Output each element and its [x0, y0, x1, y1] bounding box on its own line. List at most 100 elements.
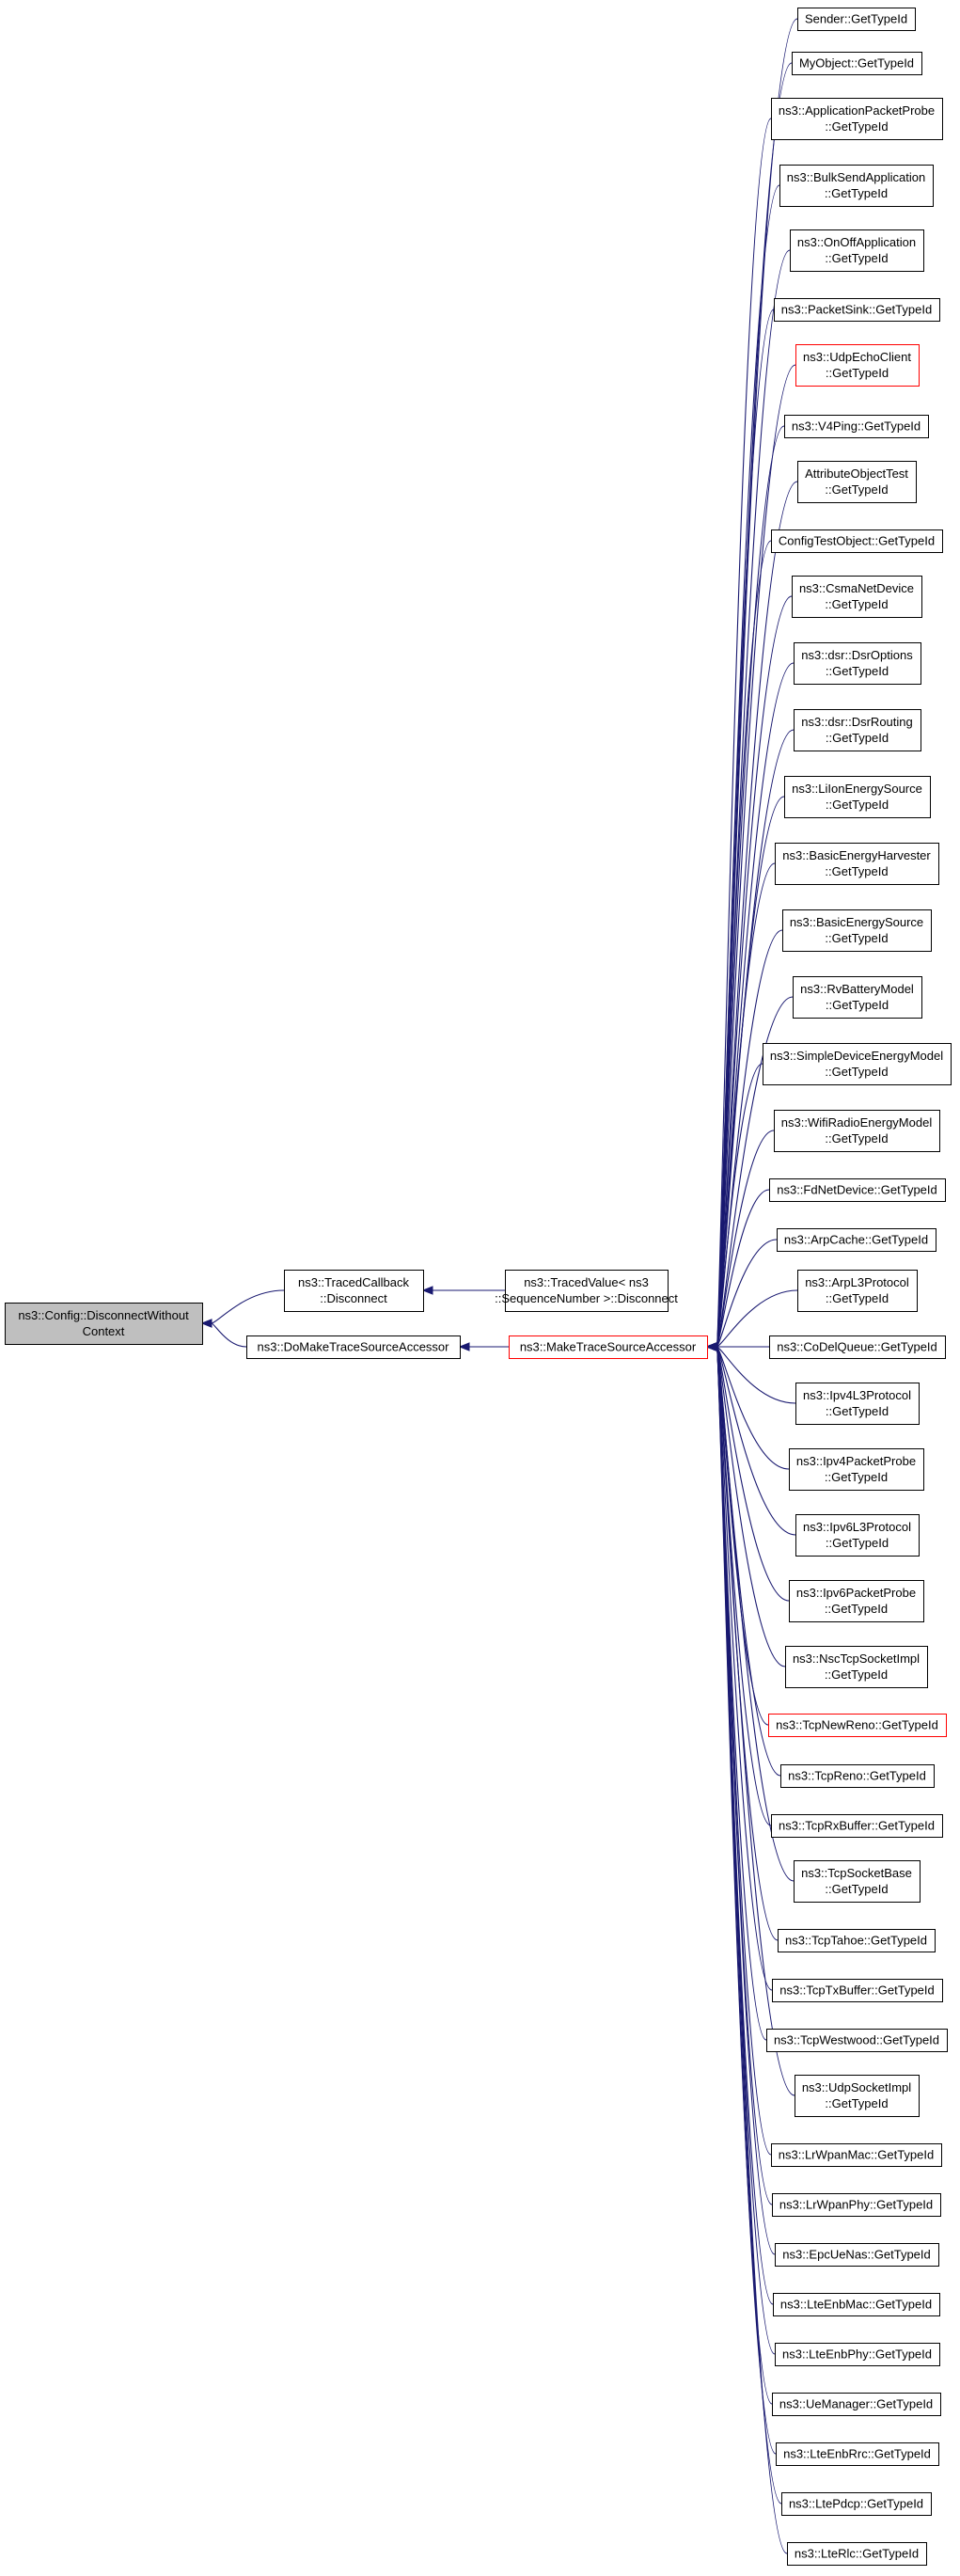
- node-box: [793, 976, 922, 1019]
- node-n23[interactable]: ns3::CoDelQueue::GetTypeId: [769, 1335, 946, 1359]
- node-label: ns3::FdNetDevice::GetTypeId: [777, 1183, 937, 1197]
- node-box: [784, 415, 929, 438]
- node-n31[interactable]: ns3::TcpRxBuffer::GetTypeId: [771, 1814, 943, 1838]
- node-n26[interactable]: ns3::Ipv6L3Protocol::GetTypeId: [795, 1514, 920, 1557]
- node-box: [771, 1814, 943, 1838]
- node-do_make[interactable]: ns3::DoMakeTraceSourceAccessor: [246, 1335, 461, 1359]
- node-traced_value[interactable]: ns3::TracedValue< ns3::SequenceNumber >:…: [495, 1270, 678, 1312]
- node-n2[interactable]: MyObject::GetTypeId: [792, 52, 922, 75]
- node-box: [797, 461, 917, 503]
- node-label: ns3::Ipv6L3Protocol: [803, 1520, 911, 1534]
- node-n18[interactable]: ns3::SimpleDeviceEnergyModel::GetTypeId: [763, 1043, 952, 1085]
- node-n35[interactable]: ns3::TcpWestwood::GetTypeId: [766, 2029, 948, 2052]
- node-box: [775, 2343, 940, 2366]
- node-n9[interactable]: AttributeObjectTest::GetTypeId: [797, 461, 917, 503]
- node-box: [246, 1335, 461, 1359]
- node-box: [284, 1270, 424, 1312]
- node-n40[interactable]: ns3::LteEnbMac::GetTypeId: [773, 2293, 940, 2316]
- node-label: ::GetTypeId: [825, 931, 888, 945]
- node-n10[interactable]: ConfigTestObject::GetTypeId: [771, 529, 943, 553]
- node-traced_cb[interactable]: ns3::TracedCallback::Disconnect: [284, 1270, 424, 1312]
- node-n13[interactable]: ns3::dsr::DsrRouting::GetTypeId: [794, 709, 921, 751]
- node-n19[interactable]: ns3::WifiRadioEnergyModel::GetTypeId: [774, 1110, 940, 1152]
- arrowhead: [200, 1319, 212, 1328]
- node-n11[interactable]: ns3::CsmaNetDevice::GetTypeId: [792, 576, 922, 618]
- node-n44[interactable]: ns3::LtePdcp::GetTypeId: [781, 2492, 932, 2516]
- node-n41[interactable]: ns3::LteEnbPhy::GetTypeId: [775, 2343, 940, 2366]
- node-n34[interactable]: ns3::TcpTxBuffer::GetTypeId: [772, 1979, 943, 2002]
- node-n3[interactable]: ns3::ApplicationPacketProbe::GetTypeId: [771, 98, 943, 140]
- node-label: ns3::dsr::DsrRouting: [801, 715, 913, 729]
- node-label: ns3::LteEnbRrc::GetTypeId: [783, 2447, 931, 2461]
- node-n12[interactable]: ns3::dsr::DsrOptions::GetTypeId: [794, 642, 921, 685]
- node-label: ns3::OnOffApplication: [797, 235, 916, 249]
- node-n27[interactable]: ns3::Ipv6PacketProbe::GetTypeId: [789, 1580, 924, 1622]
- node-label: ns3::Ipv4L3Protocol: [803, 1388, 911, 1402]
- node-n39[interactable]: ns3::EpcUeNas::GetTypeId: [775, 2243, 939, 2267]
- node-label: ns3::EpcUeNas::GetTypeId: [782, 2248, 931, 2262]
- node-label: ::GetTypeId: [826, 1404, 889, 1418]
- node-n1[interactable]: Sender::GetTypeId: [797, 8, 916, 31]
- edge-line: [716, 1239, 778, 1348]
- node-n22[interactable]: ns3::ArpL3Protocol::GetTypeId: [797, 1270, 918, 1312]
- edge-line: [716, 1189, 770, 1348]
- node-n5[interactable]: ns3::OnOffApplication::GetTypeId: [790, 229, 924, 272]
- node-box: [778, 1929, 936, 1952]
- node-n4[interactable]: ns3::BulkSendApplication::GetTypeId: [779, 165, 934, 207]
- node-n20[interactable]: ns3::FdNetDevice::GetTypeId: [769, 1178, 946, 1202]
- node-label: ns3::TcpTxBuffer::GetTypeId: [779, 1983, 935, 1998]
- node-n30[interactable]: ns3::TcpReno::GetTypeId: [780, 1764, 935, 1788]
- node-n45[interactable]: ns3::LteRlc::GetTypeId: [787, 2542, 927, 2566]
- node-n33[interactable]: ns3::TcpTahoe::GetTypeId: [778, 1929, 936, 1952]
- node-n29[interactable]: ns3::TcpNewReno::GetTypeId: [768, 1714, 947, 1737]
- node-label: ns3::TcpTahoe::GetTypeId: [785, 1934, 927, 1948]
- node-label: ns3::LteRlc::GetTypeId: [795, 2547, 919, 2561]
- node-n42[interactable]: ns3::UeManager::GetTypeId: [772, 2393, 941, 2416]
- node-n8[interactable]: ns3::V4Ping::GetTypeId: [784, 415, 929, 438]
- node-box: [772, 2393, 941, 2416]
- node-box: [785, 1646, 928, 1688]
- node-label: ::GetTypeId: [826, 998, 889, 1012]
- node-label: ::GetTypeId: [825, 1602, 888, 1616]
- node-box: [774, 298, 940, 322]
- node-n17[interactable]: ns3::RvBatteryModel::GetTypeId: [793, 976, 922, 1019]
- node-n32[interactable]: ns3::TcpSocketBase::GetTypeId: [794, 1860, 921, 1903]
- node-box: [795, 344, 920, 387]
- node-label: ::GetTypeId: [825, 1882, 888, 1896]
- edge-traced_cb-to-root: [200, 1289, 285, 1328]
- node-make_tsa[interactable]: ns3::MakeTraceSourceAccessor: [509, 1335, 708, 1359]
- node-n21[interactable]: ns3::ArpCache::GetTypeId: [777, 1228, 936, 1252]
- node-label: ns3::V4Ping::GetTypeId: [792, 419, 921, 434]
- node-box: [772, 1979, 943, 2002]
- node-n28[interactable]: ns3::NscTcpSocketImpl::GetTypeId: [785, 1646, 928, 1688]
- node-n43[interactable]: ns3::LteEnbRrc::GetTypeId: [776, 2442, 939, 2466]
- node-n24[interactable]: ns3::Ipv4L3Protocol::GetTypeId: [795, 1383, 920, 1425]
- arrowhead: [421, 1286, 433, 1295]
- node-box: [794, 642, 921, 685]
- edge-line: [716, 1346, 786, 1667]
- node-n16[interactable]: ns3::BasicEnergySource::GetTypeId: [782, 909, 932, 952]
- node-box: [794, 709, 921, 751]
- node-label: ns3::WifiRadioEnergyModel: [781, 1115, 933, 1130]
- node-box: [789, 1580, 924, 1622]
- node-n25[interactable]: ns3::Ipv4PacketProbe::GetTypeId: [789, 1448, 924, 1491]
- node-label: AttributeObjectTest: [805, 466, 908, 481]
- node-box: [773, 2293, 940, 2316]
- node-n36[interactable]: ns3::UdpSocketImpl::GetTypeId: [795, 2075, 920, 2117]
- node-label: ns3::CsmaNetDevice: [799, 581, 914, 595]
- node-n14[interactable]: ns3::LiIonEnergySource::GetTypeId: [784, 776, 931, 818]
- node-n38[interactable]: ns3::LrWpanPhy::GetTypeId: [772, 2193, 941, 2217]
- node-n15[interactable]: ns3::BasicEnergyHarvester::GetTypeId: [775, 843, 939, 885]
- edge-line: [716, 1346, 788, 2554]
- node-label: ns3::ArpCache::GetTypeId: [784, 1233, 928, 1247]
- node-label: ns3::UdpSocketImpl: [802, 2080, 911, 2094]
- node-box: [794, 1860, 921, 1903]
- node-box: [781, 2492, 932, 2516]
- node-label: ::GetTypeId: [825, 1131, 888, 1146]
- node-box: [776, 2442, 939, 2466]
- node-n7[interactable]: ns3::UdpEchoClient::GetTypeId: [795, 344, 920, 387]
- node-n6[interactable]: ns3::PacketSink::GetTypeId: [774, 298, 940, 322]
- node-label: Context: [83, 1324, 125, 1338]
- node-n37[interactable]: ns3::LrWpanMac::GetTypeId: [771, 2143, 942, 2167]
